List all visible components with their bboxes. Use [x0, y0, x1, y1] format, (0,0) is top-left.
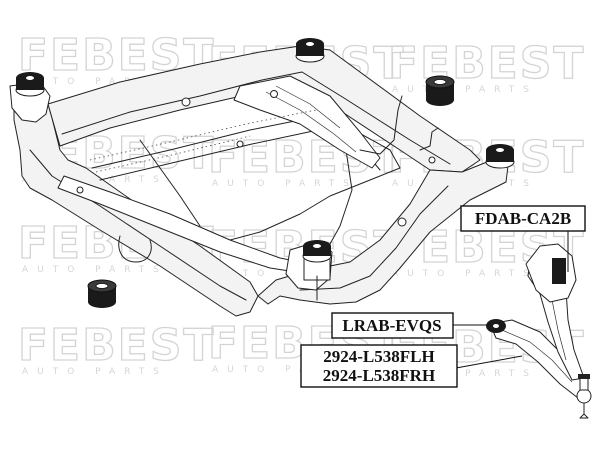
- part-number-label: LRAB-EVQS: [342, 316, 441, 335]
- loose-bushing-front: [87, 279, 117, 308]
- callout-control-arm: 2924-L538FLH 2924-L538FRH: [300, 344, 523, 388]
- label-box: [331, 312, 454, 339]
- label-box: [300, 344, 458, 388]
- bolt-hole: [270, 90, 278, 98]
- watermark-tagline: AUTO PARTS: [22, 265, 168, 275]
- watermark-brand: FEBEST: [18, 320, 215, 371]
- mounted-bushings: [15, 38, 515, 301]
- part-number-label: FDAB-CA2B: [475, 209, 571, 228]
- subframe-center-frame: [91, 115, 401, 241]
- watermark-tagline: AUTO PARTS: [22, 77, 168, 87]
- watermark-tagline: AUTO PARTS: [212, 179, 358, 189]
- watermark-tagline: AUTO PARTS: [22, 367, 168, 377]
- callout-bushing-front: LRAB-EVQS: [331, 312, 490, 339]
- control-arm-rear-bushing: [552, 258, 566, 284]
- leader-line: [455, 355, 523, 369]
- subframe-left-rail-inner: [29, 149, 247, 301]
- bolt-hole: [428, 156, 436, 164]
- bolt-hole: [181, 97, 191, 107]
- subframe-center-mount: [233, 75, 381, 169]
- mounted-bushing-front-center: [302, 240, 332, 301]
- part-number-label-left: 2924-L538FLH: [323, 347, 434, 366]
- loose-bushing-rear: [425, 75, 455, 106]
- subframe-rear-crossmember-inner: [61, 71, 451, 165]
- watermark-tagline: AUTO PARTS: [392, 269, 538, 279]
- subframe-hook-bracket: [118, 235, 152, 263]
- watermark-10: FEBEST AUTO PARTS: [17, 319, 215, 377]
- bolt-hole: [76, 186, 84, 194]
- lower-control-arm: [486, 243, 592, 419]
- watermark-brand: FEBEST: [388, 38, 585, 89]
- bolt-hole: [236, 140, 244, 148]
- watermark-tagline: AUTO PARTS: [392, 369, 538, 379]
- mounted-bushing-rear-center: [295, 38, 325, 63]
- watermark-tagline: AUTO PARTS: [212, 365, 358, 375]
- label-box: [460, 205, 586, 232]
- mounted-bushing-rear-right: [485, 144, 515, 169]
- mounted-bushing-rear-left: [15, 72, 45, 97]
- subframe-right-rail-inner: [299, 185, 449, 291]
- ball-joint: [576, 374, 592, 419]
- watermark-tagline: AUTO PARTS: [392, 85, 538, 95]
- bolt-hole: [397, 217, 407, 227]
- subframe-brace-left: [139, 139, 201, 227]
- sway-bar-rod: [359, 95, 439, 155]
- callout-bushing-rear: FDAB-CA2B: [460, 205, 586, 272]
- watermark-tagline: AUTO PARTS: [212, 269, 358, 279]
- subframe-center-mount-detail: [265, 85, 357, 153]
- part-number-label-right: 2924-L538FRH: [323, 366, 435, 385]
- watermark-3: FEBEST AUTO PARTS: [387, 37, 585, 95]
- watermark-1: FEBEST AUTO PARTS: [17, 29, 214, 87]
- subframe-weld-seam: [89, 109, 317, 173]
